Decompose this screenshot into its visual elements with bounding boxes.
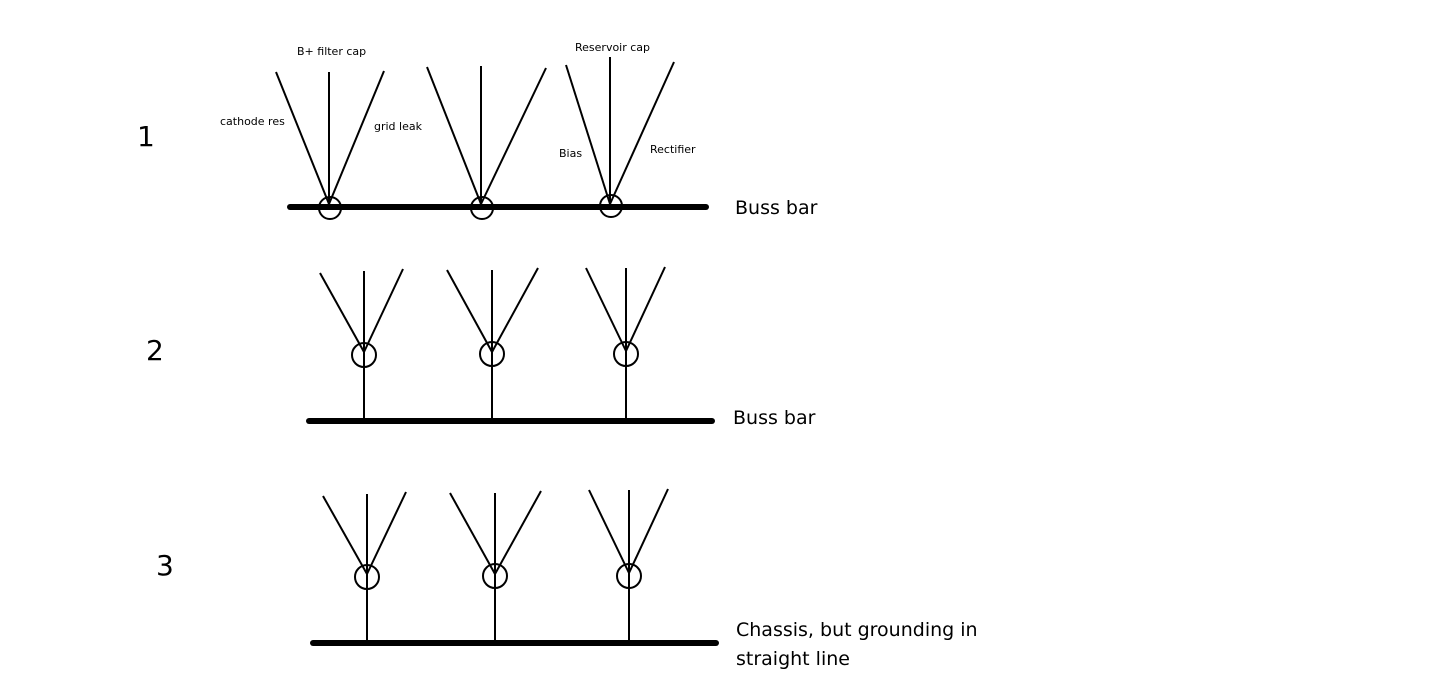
label-grid-leak: grid leak	[374, 120, 423, 133]
label-reservoir-cap: Reservoir cap	[575, 41, 650, 54]
ground-point	[599, 194, 623, 218]
row-number-3: 3	[156, 549, 174, 582]
row-2: 2 Buss bar	[146, 266, 816, 429]
wire-left	[588, 489, 630, 574]
ground-star-3a	[322, 491, 407, 643]
ground-point	[479, 341, 505, 367]
ground-star-3c	[588, 488, 669, 643]
wire-right	[363, 268, 404, 353]
row-number-1: 1	[137, 120, 155, 153]
ground-point	[482, 563, 508, 589]
ground-star-2c	[585, 266, 666, 421]
row-3: 3 Chassis, but grounding in straight lin…	[156, 488, 978, 670]
row-number-2: 2	[146, 334, 164, 367]
wire-left	[449, 492, 496, 575]
ground-star-2b	[446, 267, 539, 421]
wire-right	[494, 490, 542, 575]
ground-star-1a	[275, 70, 385, 220]
ground-star-2a	[319, 268, 404, 421]
wire-left	[322, 495, 368, 575]
chassis-label-line-2: straight line	[736, 648, 850, 670]
row-1: 1 B+ filter cap cathode res grid leak Re…	[137, 41, 818, 220]
wire-left	[319, 272, 365, 353]
label-b-filter-cap: B+ filter cap	[297, 45, 366, 58]
label-rectifier: Rectifier	[650, 143, 696, 156]
ground-star-1c	[565, 57, 675, 218]
wire-bias	[565, 64, 611, 205]
buss-bar-label-1: Buss bar	[735, 197, 818, 219]
buss-bar-label-2: Buss bar	[733, 407, 816, 429]
ground-point	[613, 341, 639, 367]
wire-left	[446, 269, 493, 353]
wire-right	[628, 488, 669, 574]
ground-star-1b	[426, 66, 547, 220]
ground-point	[351, 342, 377, 368]
chassis-label-line-1: Chassis, but grounding in	[736, 619, 978, 641]
ground-point	[354, 564, 380, 590]
ground-point	[318, 196, 342, 220]
wire-right	[491, 267, 539, 353]
wire-left	[426, 66, 482, 205]
wire-left	[585, 267, 627, 352]
label-cathode-res: cathode res	[220, 115, 285, 128]
wire-cathode-res	[275, 71, 330, 205]
ground-point	[616, 563, 642, 589]
ground-star-3b	[449, 490, 542, 643]
wire-grid-leak	[328, 70, 385, 205]
wire-right	[480, 67, 547, 205]
label-bias: Bias	[559, 147, 582, 160]
wire-right	[625, 266, 666, 352]
ground-point	[470, 196, 494, 220]
wire-right	[366, 491, 407, 575]
wire-rectifier	[609, 61, 675, 205]
